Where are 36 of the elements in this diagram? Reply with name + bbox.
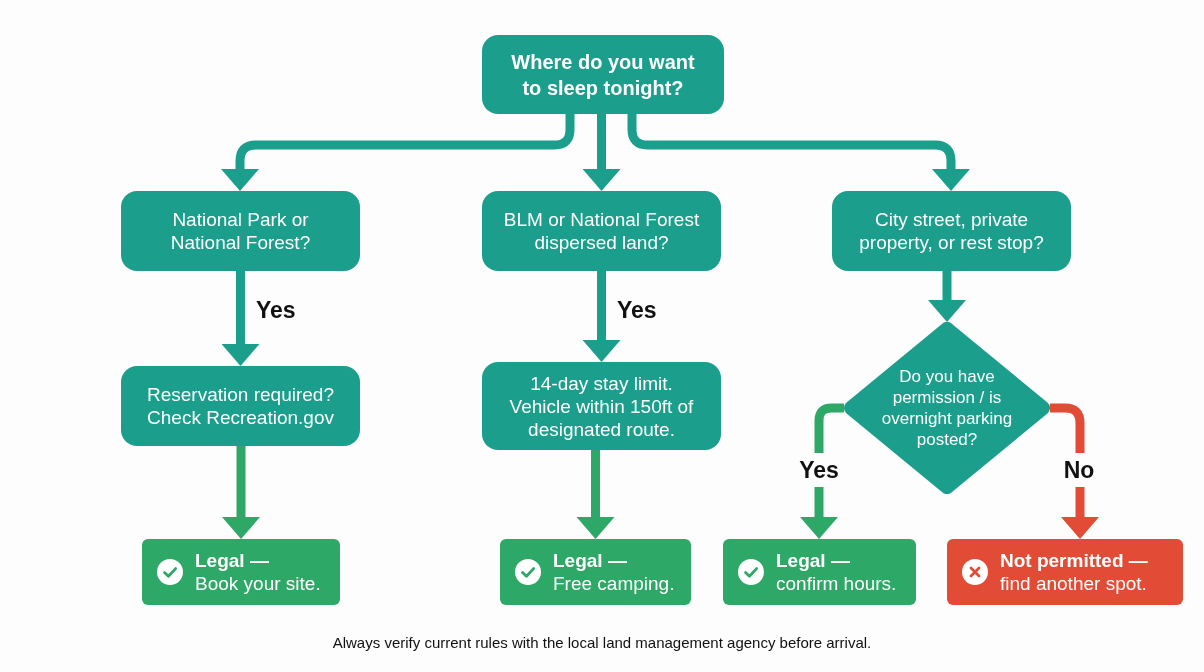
outcome-text: Free camping.	[553, 572, 675, 595]
outcome-heading: Not permitted —	[1000, 549, 1148, 572]
arrow	[928, 271, 966, 322]
outcome-text: find another spot.	[1000, 572, 1148, 595]
outcome-box	[142, 539, 340, 605]
outcome-text: confirm hours.	[776, 572, 897, 595]
question-box	[121, 366, 360, 446]
edge-label: Yes	[256, 297, 296, 323]
question-text: Reservation required? Check Recreation.gov	[146, 383, 335, 429]
question-box	[482, 191, 721, 271]
arrow	[582, 271, 621, 362]
edge-label: Yes	[617, 297, 657, 323]
outcome-box	[723, 539, 916, 605]
question-box	[482, 35, 724, 114]
arrow	[576, 450, 615, 539]
outcome-box	[947, 539, 1183, 605]
outcome-heading: Legal —	[776, 549, 851, 572]
question-text: 14-day stay limit. Vehicle within 150ft of designated route.	[508, 371, 695, 441]
outcome-heading: Legal —	[553, 549, 628, 572]
arrow	[800, 403, 844, 539]
question-box	[121, 191, 360, 271]
outcome-box	[500, 539, 691, 605]
arrow	[221, 271, 260, 366]
outcome-heading: Legal —	[195, 549, 270, 572]
arrow	[1050, 403, 1099, 539]
question-text: National Park or National Forest?	[169, 208, 312, 254]
arrow	[582, 114, 621, 191]
decision-text: Do you have permission / is overnight parking posted?	[880, 366, 1014, 450]
question-text: City street, private property, or rest stop?	[858, 208, 1045, 254]
question-box	[832, 191, 1071, 271]
outcome-text: Book your site.	[195, 572, 321, 595]
caption-text: Always verify current rules with the local land management agency before arrival.	[332, 633, 872, 653]
question-text: Where do you want to sleep tonight?	[510, 49, 696, 101]
question-box	[482, 362, 721, 450]
question-text: BLM or National Forest dispersed land?	[502, 208, 701, 254]
decision-diamond	[844, 322, 1050, 494]
